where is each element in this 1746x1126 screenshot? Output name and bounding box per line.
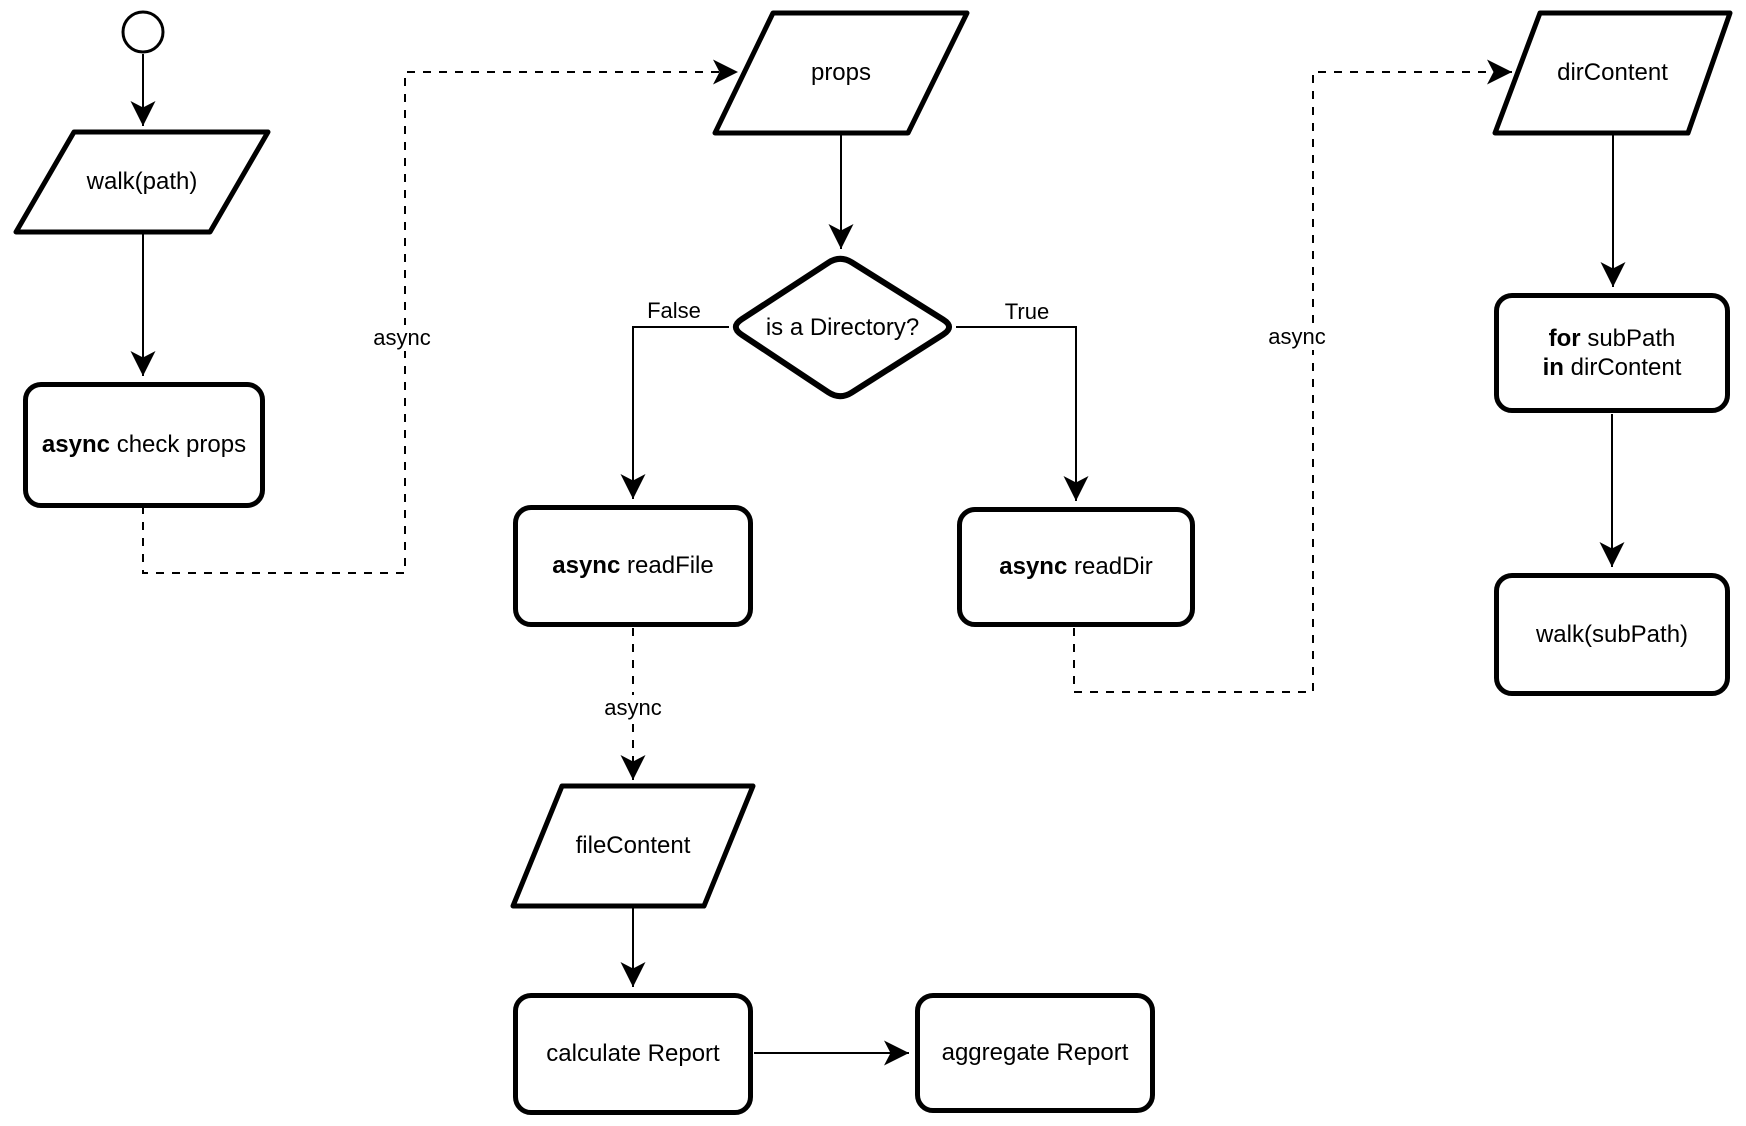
file-content-shape: [510, 783, 756, 909]
edge-true-to-readdir: [956, 326, 1089, 501]
props-shape: [712, 10, 970, 136]
label-async-right: async: [1263, 324, 1331, 350]
edge-false-to-readfile: [620, 326, 729, 499]
label-async-middle: async: [599, 695, 667, 721]
label-true-branch: True: [999, 299, 1055, 325]
walk-subpath-label: walk(subPath): [1535, 620, 1689, 648]
walk-path-shape: [13, 129, 271, 235]
dir-content-shape: [1492, 10, 1733, 136]
node-walk-subpath: walk(subPath): [1494, 573, 1730, 696]
calculate-report-label: calculate Report: [546, 1040, 720, 1067]
label-async-left: async: [368, 325, 436, 351]
label-false-branch: False: [642, 298, 706, 324]
start-circle: [121, 10, 165, 54]
node-calculate-report: calculate Report: [513, 993, 753, 1115]
aggregate-report-label: aggregate Report: [941, 1039, 1129, 1066]
node-aggregate-report: aggregate Report: [915, 993, 1155, 1113]
decision-diamond-shape: [732, 255, 953, 400]
